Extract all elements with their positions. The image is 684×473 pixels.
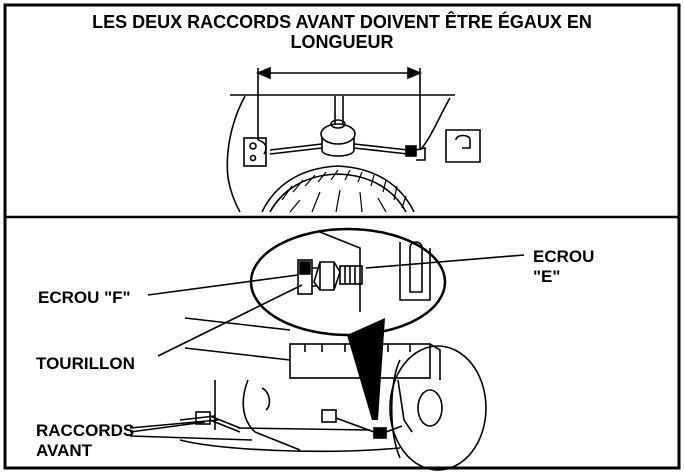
label-raccords-avant: RACCORDS AVANT xyxy=(36,421,134,461)
detail-pointer xyxy=(347,318,385,420)
leader-tourillon xyxy=(157,284,303,357)
label-ecrou-e-line-2: "E" xyxy=(533,267,561,286)
label-raccords-line-1: RACCORDS xyxy=(36,421,135,440)
detail-ellipse xyxy=(249,227,447,337)
leader-raccords-2 xyxy=(129,421,206,433)
label-ecrou-e-line-1: ECROU xyxy=(533,247,595,266)
label-tourillon: TOURILLON xyxy=(36,354,135,373)
bottom-panel-drawing xyxy=(129,227,525,471)
label-raccords-line-2: AVANT xyxy=(36,441,93,460)
leader-raccords-1 xyxy=(129,419,219,429)
trunnion xyxy=(297,259,313,295)
nut-e xyxy=(313,261,341,291)
label-ecrou-f: ECROU "F" xyxy=(38,288,131,307)
figure-border xyxy=(3,3,681,470)
leader-ecrou-e xyxy=(365,254,525,269)
label-ecrou-e: ECROU "E" xyxy=(533,247,594,287)
title-line-2: LONGUEUR xyxy=(290,32,394,52)
tire-tread xyxy=(271,169,407,213)
top-panel-drawing xyxy=(226,66,481,213)
leader-raccords-3 xyxy=(129,435,253,441)
leader-ecrou-f xyxy=(147,274,299,296)
wheel xyxy=(389,345,487,471)
title-line-1: LES DEUX RACCORDS AVANT DOIVENT ÊTRE ÉGA… xyxy=(92,12,592,32)
nut-f xyxy=(299,261,311,275)
figure-title: LES DEUX RACCORDS AVANT DOIVENT ÊTRE ÉGA… xyxy=(20,12,664,52)
